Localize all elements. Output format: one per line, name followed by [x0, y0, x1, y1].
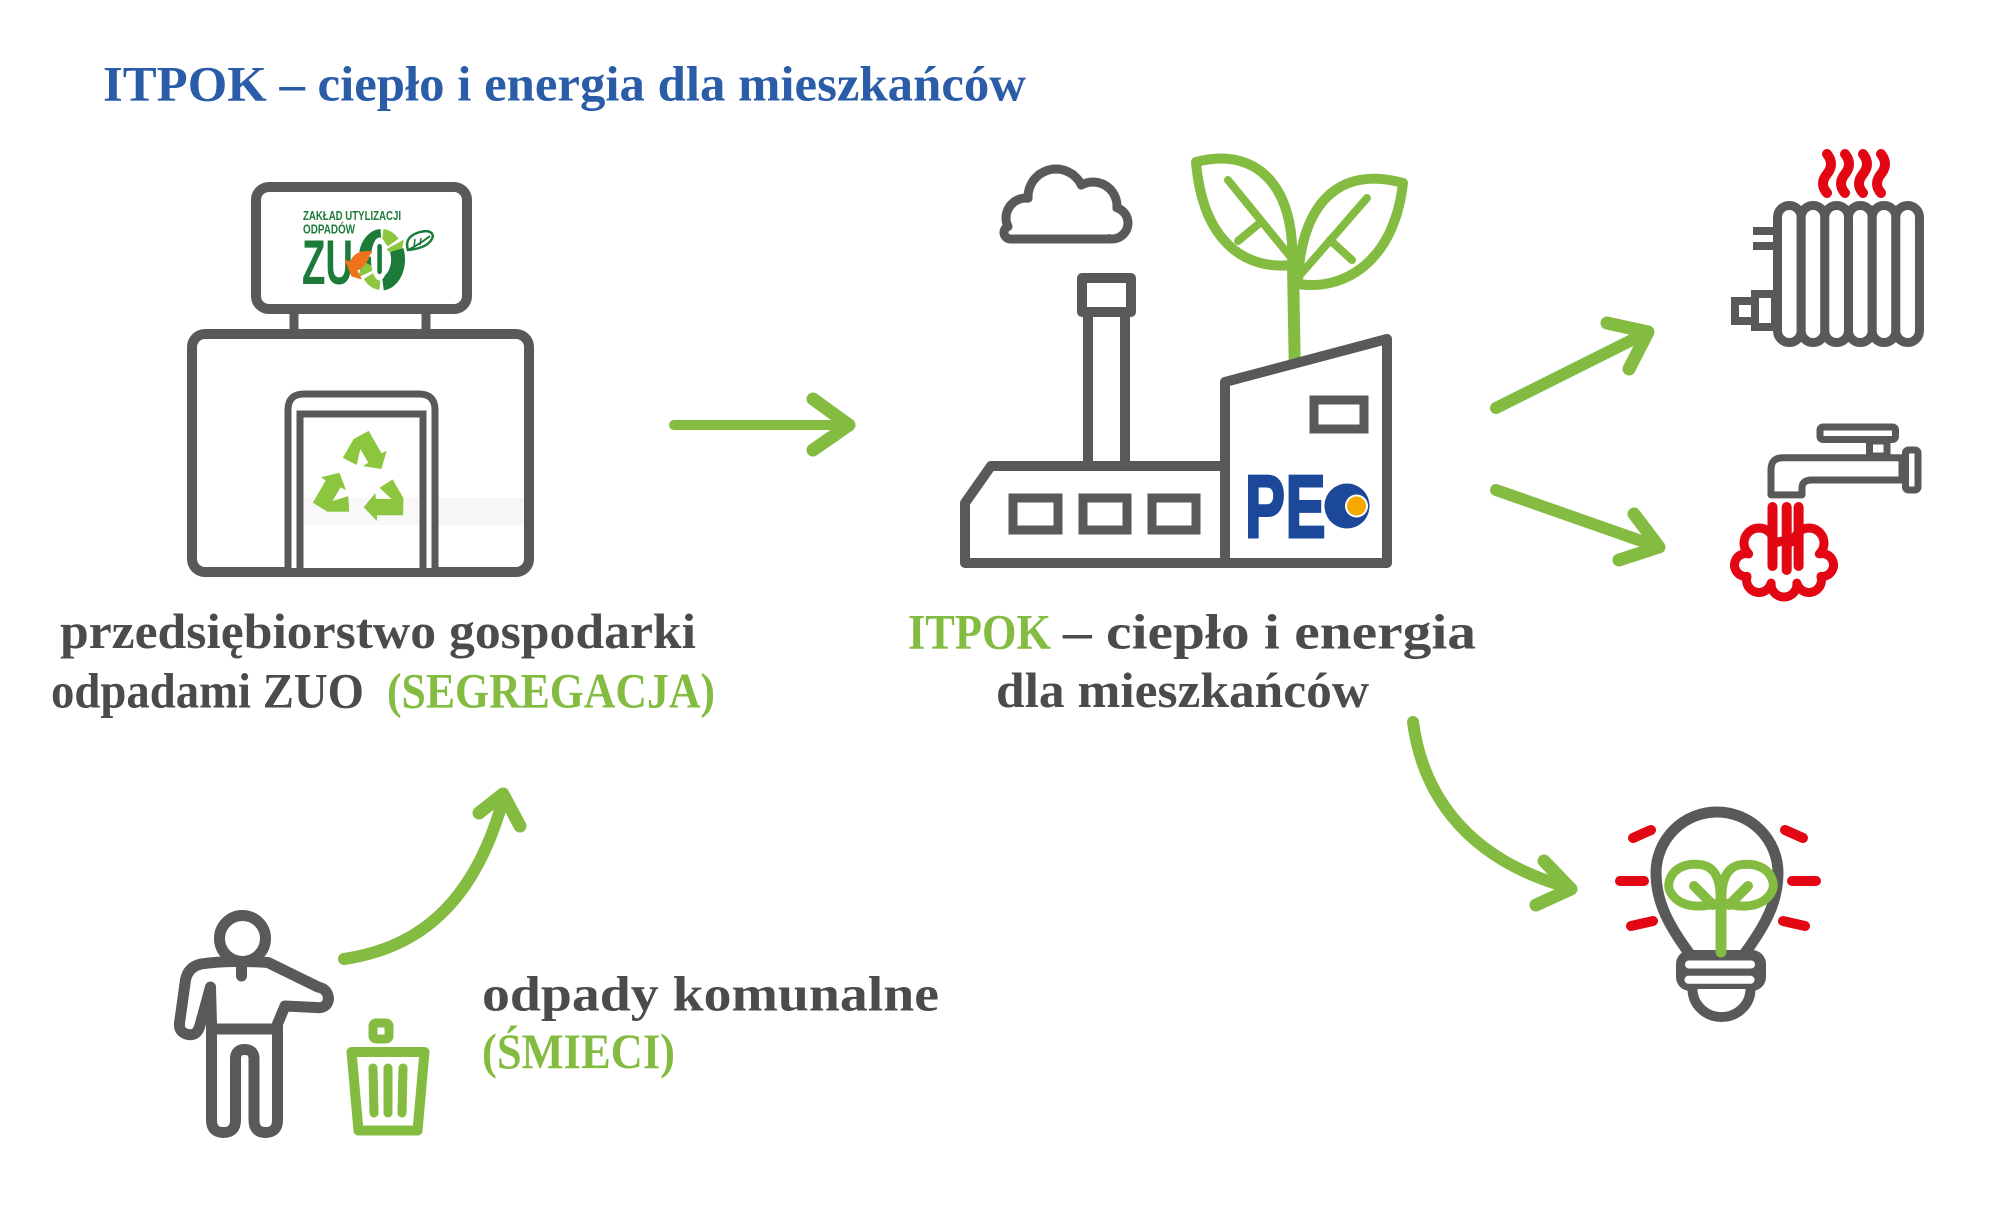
svg-text:odpadami ZUO: odpadami ZUO: [51, 663, 364, 719]
svg-text:przedsiębiorstwo gospodarki: przedsiębiorstwo gospodarki: [60, 603, 696, 659]
svg-text:ZU: ZU: [302, 228, 353, 298]
svg-text:ZAKŁAD UTYLIZACJI: ZAKŁAD UTYLIZACJI: [303, 209, 401, 223]
svg-text:– ciepło i energia: – ciepło i energia: [1062, 604, 1476, 660]
svg-text:ITPOK – ciepło i energia dla m: ITPOK – ciepło i energia dla mieszkańców: [103, 57, 1026, 112]
svg-text:(SEGREGACJA): (SEGREGACJA): [387, 663, 715, 719]
svg-text:dla mieszkańców: dla mieszkańców: [996, 662, 1369, 718]
svg-text:odpady komunalne: odpady komunalne: [482, 966, 939, 1022]
svg-text:ITPOK: ITPOK: [908, 604, 1051, 660]
svg-text:PE: PE: [1245, 457, 1326, 555]
svg-text:(ŚMIECI): (ŚMIECI): [482, 1023, 675, 1079]
svg-text:ODPADÓW: ODPADÓW: [303, 222, 355, 237]
